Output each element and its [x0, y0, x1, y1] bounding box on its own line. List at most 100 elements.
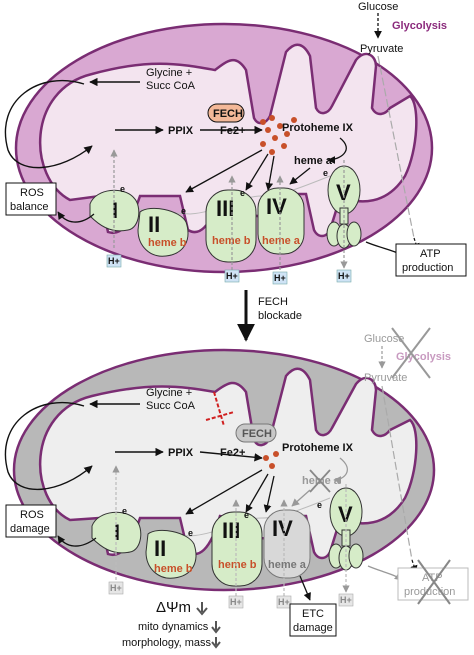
atp-line1-top: ATP: [420, 248, 441, 260]
heme-b-ii-bottom: heme b: [154, 563, 193, 575]
ros-arrow-bottom: [57, 535, 97, 547]
heme-a-label-bottom: heme a: [302, 475, 341, 487]
pyruvate-label-bottom: Pyruvate: [364, 372, 407, 384]
complex-II-top: II heme b: [137, 207, 189, 257]
heme-a-label-top: heme a: [294, 155, 333, 167]
ros-line1-bottom: ROS: [20, 509, 44, 521]
glycolysis-cross: [391, 327, 431, 379]
svg-text:H+: H+: [338, 271, 350, 281]
svg-text:H+: H+: [278, 597, 290, 607]
pyruvate-dashed-line-bottom: [381, 385, 413, 561]
psi-down-arrow: [196, 602, 208, 616]
electron-3-top: e: [240, 188, 245, 198]
complex-IV-label-top: IV: [266, 194, 287, 219]
heme-molecules-top: [260, 115, 297, 155]
fech-label: FECH: [213, 108, 243, 120]
heme-b-iii-bottom: heme b: [218, 559, 257, 571]
glycine-label-bottom: Glycine +: [146, 387, 192, 399]
ros-arrow-top: [57, 211, 95, 223]
ros-balance-box: [5, 182, 57, 216]
fe-label-bottom: Fe2+: [220, 447, 245, 459]
bottom-panel: Glucose Glycolysis Pyruvate Glycine + Su…: [4, 327, 469, 649]
atp-cross: [417, 559, 451, 605]
complex-IV-top: IV heme a: [257, 187, 305, 255]
svg-text:H+: H+: [108, 256, 120, 266]
ppix-label-bottom: PPIX: [168, 447, 194, 459]
pyruvate-label: Pyruvate: [360, 43, 403, 55]
complex-I-label-bottom: I: [114, 520, 120, 545]
heme-to-iii-arrow-bottom: [245, 473, 269, 513]
ros-line1-top: ROS: [20, 187, 44, 199]
heme-to-iii-arrow-2: [265, 155, 275, 191]
heme-to-hemea-arrow: [327, 137, 347, 164]
heme-a-cross: [309, 469, 331, 493]
complex-IV-bottom: IV heme a: [263, 509, 311, 579]
glycolysis-label: Glycolysis: [392, 20, 447, 32]
heme-to-iii-arrow-2-bottom: [263, 475, 275, 513]
electron-1-top: e: [120, 184, 125, 194]
complex-III-top: III heme b: [205, 189, 257, 263]
morphology-label: morphology, mass: [122, 637, 212, 649]
electron-2-top: e: [181, 206, 186, 216]
svg-text:H+: H+: [110, 583, 122, 593]
atp-line2-top: production: [402, 262, 453, 274]
hemea-to-iv-arrow: [289, 167, 311, 185]
heme-to-hemea-arrow-bottom: [333, 457, 348, 484]
ros-line2-top: balance: [10, 201, 49, 213]
proton-badges-bottom: H+ H+ H+ H+: [108, 581, 354, 609]
glycine-label: Glycine +: [146, 67, 192, 79]
ros-damage-box: [5, 504, 57, 538]
ppix-label: PPIX: [168, 125, 194, 137]
succ-coa-label: Succ CoA: [146, 80, 196, 92]
loop-arrow-top: [4, 79, 93, 169]
top-panel: Glucose Glycolysis Pyruvate Glycine + Su…: [4, 1, 467, 285]
morphology-down-arrow: [211, 637, 221, 649]
heme-molecules-bottom: [263, 451, 279, 469]
fech-label-bottom: FECH: [242, 428, 272, 440]
etc-line1: ETC: [302, 608, 324, 620]
fech-enzyme-bottom: [235, 423, 277, 443]
ppix-to-heme-arrow-bottom: [199, 451, 263, 462]
heme-a-iv-top: heme a: [262, 235, 301, 247]
electron-2-bottom: e: [188, 528, 193, 538]
ros-line2-bottom: damage: [10, 523, 50, 535]
proton-badges-top: H+ H+ H+ H+: [106, 254, 352, 285]
pyruvate-dashed-line: [377, 55, 415, 239]
svg-text:H+: H+: [230, 597, 242, 607]
loop-arrow-bottom: [4, 401, 93, 491]
fech-blockade-transition: FECH blockade: [237, 290, 302, 342]
hemea-to-iv-arrow-bottom: [291, 489, 311, 507]
fech-enzyme: [207, 103, 245, 123]
blockade-line2: blockade: [258, 310, 302, 322]
complex-IV-label-bottom: IV: [272, 516, 293, 541]
complex-III-label-top: III: [216, 196, 234, 221]
fech-inhibition-mark: [205, 391, 235, 427]
blockade-line1: FECH: [258, 296, 288, 308]
complex-II-bottom: II heme b: [145, 529, 197, 579]
effects-list: ΔΨm mito dynamics morphology, mass: [122, 599, 221, 649]
electron-4-top: e: [323, 168, 328, 178]
svg-text:H+: H+: [226, 271, 238, 281]
iv-to-etc-arrow: [299, 575, 311, 601]
glucose-label: Glucose: [358, 1, 398, 13]
heme-a-iv-bottom: heme a: [268, 559, 307, 571]
complex-II-label-bottom: II: [154, 536, 166, 561]
complex-II-label-top: II: [148, 212, 160, 237]
fe-label: Fe2+: [220, 125, 245, 137]
atp-production-box-top: [395, 243, 467, 277]
heme-to-iii-arrow: [245, 153, 269, 191]
heme-b-ii-top: heme b: [148, 237, 187, 249]
heme-to-ii-arrow-bottom: [185, 469, 263, 515]
glucose-label-bottom: Glucose: [364, 333, 404, 345]
protoheme-label-bottom: Protoheme IX: [282, 442, 354, 454]
svg-text:H+: H+: [274, 273, 286, 283]
heme-to-ii-arrow: [185, 149, 263, 193]
complex-III-bottom: III heme b: [211, 511, 263, 587]
protoheme-label: Protoheme IX: [282, 122, 354, 134]
succ-coa-label-bottom: Succ CoA: [146, 400, 196, 412]
heme-b-iii-top: heme b: [212, 235, 251, 247]
svg-text:H+: H+: [340, 595, 352, 605]
mito-dynamics-label: mito dynamics: [138, 621, 209, 633]
